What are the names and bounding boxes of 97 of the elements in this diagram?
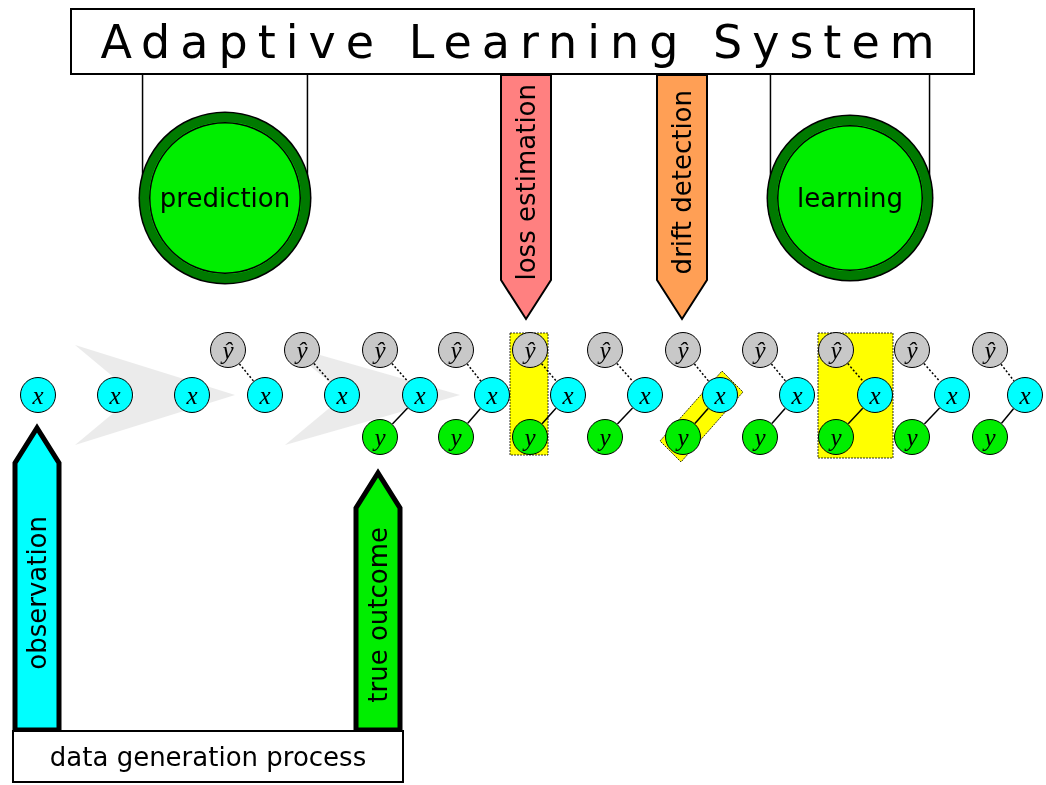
- dotted-line: [770, 363, 787, 382]
- prediction-circle: [438, 332, 474, 368]
- variable-symbol: x: [32, 382, 44, 408]
- connector-line: [923, 407, 941, 425]
- variable-symbol: ŷ: [906, 337, 918, 363]
- variable-symbol: x: [186, 382, 198, 408]
- variable-symbol: ŷ: [296, 337, 308, 363]
- down-arrow-tag: [500, 75, 552, 320]
- dotted-line: [540, 363, 558, 382]
- variable-symbol: y: [906, 424, 918, 450]
- prediction-circle: [894, 332, 930, 368]
- tag-label: loss estimation: [511, 84, 541, 281]
- dotted-line: [693, 363, 710, 382]
- variable-symbol: x: [1019, 382, 1031, 408]
- observation-circle: [779, 377, 815, 413]
- dotted-line: [313, 362, 331, 383]
- variable-symbol: x: [562, 382, 574, 408]
- dotted-line: [391, 362, 409, 383]
- variable-symbol: ŷ: [222, 337, 234, 363]
- variable-symbol: y: [524, 424, 536, 450]
- variable-symbol: x: [639, 382, 651, 408]
- variable-symbol: x: [791, 382, 803, 408]
- connector-line: [771, 407, 786, 425]
- variable-symbol: ŷ: [450, 337, 462, 363]
- outcome-circle: [587, 419, 623, 455]
- variable-symbol: x: [414, 382, 426, 408]
- variable-symbol: ŷ: [599, 337, 611, 363]
- variable-symbol: x: [486, 382, 498, 408]
- outcome-circle: [742, 419, 778, 455]
- variable-symbol: x: [714, 382, 726, 408]
- observation-circle: [402, 377, 438, 413]
- connector-line: [466, 407, 482, 425]
- connector-line: [391, 407, 409, 425]
- observation-circle: [474, 377, 510, 413]
- variable-symbol: y: [754, 424, 766, 450]
- connector-line: [694, 407, 709, 425]
- title-text: Adaptive Learning System: [100, 14, 945, 69]
- outcome-circle: [362, 419, 398, 455]
- outcome-circle: [665, 419, 701, 455]
- dotted-line: [923, 362, 941, 383]
- connector-line: [1000, 408, 1015, 424]
- observation-circle: [97, 377, 133, 413]
- process-label: learning: [796, 183, 904, 213]
- observation-circle: [627, 377, 663, 413]
- variable-symbol: y: [984, 424, 996, 450]
- variable-symbol: ŷ: [830, 337, 842, 363]
- outcome-circle: [438, 419, 474, 455]
- tag-label: true outcome: [363, 527, 393, 703]
- variable-symbol: x: [946, 382, 958, 408]
- up-arrow-tag: [353, 470, 403, 730]
- variable-symbol: ŷ: [984, 337, 996, 363]
- variable-symbol: x: [259, 382, 271, 408]
- variable-symbol: y: [450, 424, 462, 450]
- box-label: data generation process: [49, 741, 367, 772]
- connector-line: [541, 407, 557, 425]
- dotted-line: [616, 362, 634, 383]
- prediction-circle: [210, 332, 246, 368]
- prediction-circle: [284, 332, 320, 368]
- process-box: [12, 730, 404, 783]
- variable-symbol: x: [869, 382, 881, 408]
- dotted-line: [238, 363, 255, 382]
- prediction-circle: [742, 332, 778, 368]
- observation-circle: [934, 377, 970, 413]
- variable-symbol: ŷ: [677, 337, 689, 363]
- variable-symbol: y: [677, 424, 689, 450]
- variable-symbol: x: [109, 382, 121, 408]
- tag-label: drift detection: [667, 90, 697, 275]
- title-box: [70, 8, 975, 75]
- tag-label: observation: [22, 515, 52, 670]
- observation-circle: [702, 377, 738, 413]
- variable-symbol: x: [336, 382, 348, 408]
- dotted-line: [1000, 363, 1015, 382]
- variable-symbol: ŷ: [754, 337, 766, 363]
- observation-circle: [174, 377, 210, 413]
- variable-symbol: ŷ: [374, 337, 386, 363]
- dotted-line: [847, 362, 864, 383]
- down-arrow-tag: [656, 75, 708, 320]
- observation-circle: [550, 377, 586, 413]
- observation-circle: [1007, 377, 1043, 413]
- outcome-circle: [972, 419, 1008, 455]
- variable-symbol: y: [830, 424, 842, 450]
- up-arrow-tag: [12, 425, 62, 730]
- outcome-circle: [894, 419, 930, 455]
- connector-line: [616, 407, 634, 425]
- connector-line: [847, 407, 864, 425]
- prediction-circle: [362, 332, 398, 368]
- process-label: prediction: [159, 183, 291, 213]
- observation-circle: [247, 377, 283, 413]
- observation-circle: [324, 377, 360, 413]
- variable-symbol: y: [374, 424, 386, 450]
- prediction-circle: [972, 332, 1008, 368]
- variable-symbol: y: [599, 424, 611, 450]
- prediction-circle: [587, 332, 623, 368]
- observation-circle: [20, 377, 56, 413]
- variable-symbol: ŷ: [524, 337, 536, 363]
- dotted-line: [466, 363, 482, 382]
- prediction-circle: [665, 332, 701, 368]
